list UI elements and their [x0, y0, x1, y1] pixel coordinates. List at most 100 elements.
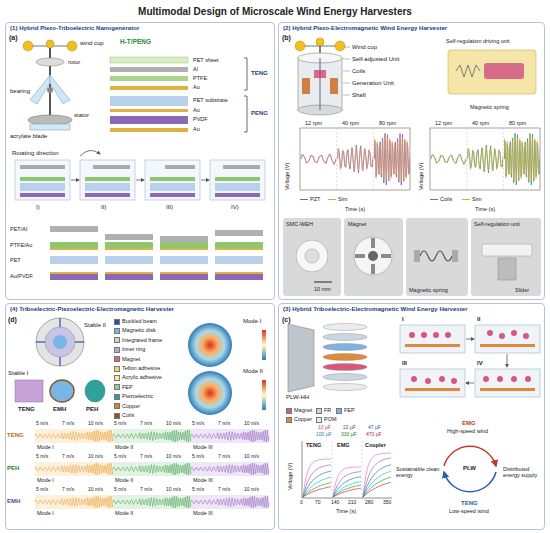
part-label: 350	[383, 500, 391, 506]
signal-trace	[61, 432, 87, 441]
part-label: Distributed energy supply	[503, 466, 543, 479]
part-label: PENG	[251, 110, 268, 117]
part-label: 10 m/s	[166, 454, 181, 460]
part-label: acrylate blade	[10, 133, 47, 140]
part-label: PEH	[7, 465, 19, 472]
part-label: 100 µF	[316, 432, 332, 438]
signal-trace	[191, 467, 217, 472]
part-label: Shaft	[352, 92, 366, 99]
legend-swatch	[114, 337, 120, 343]
legend-entry: Copper	[286, 416, 312, 423]
signal-trace	[303, 487, 331, 497]
legend-text: Piezoelectric	[122, 393, 153, 399]
signal-trace	[431, 154, 466, 164]
legend-text: Copper	[294, 416, 312, 422]
signal-trace	[113, 500, 139, 505]
signal-trace	[431, 154, 466, 164]
panel-box: (2) Hybrid Piezo-Electromagnetic Wind En…	[278, 22, 545, 300]
part-label: 280	[365, 500, 373, 506]
part-label: Sustainable clean energy	[396, 466, 440, 479]
part-label: 10 m/s	[88, 487, 103, 493]
signal-trace	[333, 485, 361, 497]
legend-swatch	[114, 384, 120, 390]
part-label: 10 m/s	[88, 421, 103, 427]
signal-trace	[191, 434, 217, 439]
signal-trace	[243, 496, 269, 508]
part-label: EMH	[53, 406, 66, 413]
part-label: 0	[300, 500, 303, 506]
part-label: Mode II	[115, 444, 133, 450]
signal-trace	[374, 133, 409, 185]
part-label: 10 m/s	[244, 487, 259, 493]
part-label: Mode I	[37, 444, 54, 450]
signal-trace	[374, 137, 409, 181]
part-label: Voltage (V)	[284, 163, 290, 190]
part-label: 5 m/s	[36, 454, 48, 460]
legend-entry: FEP	[114, 384, 133, 391]
part-label: Voltage (V)	[287, 463, 293, 490]
part-label: 10 m/s	[166, 487, 181, 493]
part-label: bearing	[10, 88, 30, 95]
legend-entry: Teflon adhesive	[114, 365, 160, 372]
legend-swatch	[316, 408, 322, 414]
signal-trace	[243, 463, 269, 475]
plot-band	[35, 495, 113, 509]
plot-band	[191, 429, 269, 443]
legend-swatch	[336, 408, 342, 414]
part-label: TENG	[461, 500, 478, 507]
signal-trace	[333, 467, 361, 497]
part-label: IV)	[231, 204, 239, 211]
legend-swatch	[286, 408, 292, 414]
part-label: 10 m/s	[88, 454, 103, 460]
part-label: Slider	[515, 287, 529, 293]
part-label: 330 µF	[341, 432, 357, 438]
signal-trace	[165, 496, 191, 508]
legend-text: Acrylic adhesive	[122, 374, 162, 380]
signal-trace	[363, 471, 391, 497]
signal-trace	[113, 467, 139, 472]
part-label: 7 m/s	[62, 421, 74, 427]
legend-text: Coils	[440, 196, 452, 202]
legend-text: Magnet	[122, 356, 140, 362]
panel-heading: (1) Hybrid Piezo-Triboelectric Nanogener…	[6, 23, 274, 32]
signal-trace	[139, 432, 165, 441]
legend-entry: Magnetic disk	[114, 327, 156, 334]
legend-swatch	[114, 394, 120, 400]
part-label: PET substrate	[193, 97, 228, 103]
signal-trace	[243, 430, 269, 442]
part-label: Time (s)	[345, 206, 365, 212]
part-label: (b)	[282, 34, 291, 42]
part-label: II	[477, 316, 480, 323]
legend-text: FR	[324, 407, 331, 413]
part-label: 5 m/s	[114, 421, 126, 427]
part-label: EMG	[336, 442, 351, 448]
part-label: Au/PVDF	[10, 273, 33, 279]
signal-trace	[303, 483, 331, 497]
legend-swatch	[316, 417, 322, 423]
legend-text: Magnetic disk	[122, 327, 156, 333]
plot-band	[35, 462, 113, 476]
part-label: Au	[193, 126, 200, 132]
signal-trace	[87, 463, 113, 475]
part-label: Mode I	[243, 318, 261, 325]
part-label: High-speed wind	[447, 428, 488, 434]
part-label: 5 m/s	[36, 487, 48, 493]
part-label: 210	[348, 500, 356, 506]
part-label: Stable II	[84, 322, 106, 329]
plot-band	[113, 495, 191, 509]
part-label: 7 m/s	[218, 421, 230, 427]
legend-swatch	[114, 328, 120, 334]
legend-swatch	[114, 375, 120, 381]
signal-trace	[217, 465, 243, 474]
signal-trace	[333, 488, 361, 497]
signal-trace	[363, 453, 391, 497]
signal-trace	[61, 465, 87, 474]
figure-title: Multimodal Design of Microscale Wind Ene…	[0, 6, 550, 18]
part-label: 10 m/s	[166, 421, 181, 427]
signal-trace	[363, 458, 391, 497]
legend-line-sample	[328, 199, 336, 200]
signal-trace	[303, 477, 331, 497]
signal-trace	[301, 154, 336, 164]
part-label: 12 rpm	[435, 120, 452, 126]
signal-trace	[333, 472, 361, 497]
